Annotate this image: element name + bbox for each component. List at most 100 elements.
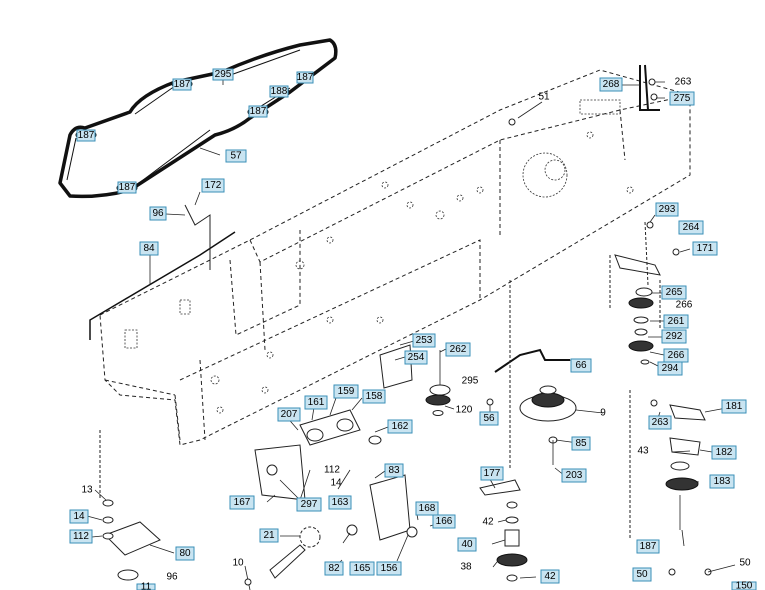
svg-text:188: 188 bbox=[271, 86, 288, 97]
part-label-158: 158 bbox=[362, 389, 386, 404]
svg-text:171: 171 bbox=[697, 243, 714, 254]
svg-text:254: 254 bbox=[408, 352, 425, 363]
svg-text:266: 266 bbox=[676, 300, 693, 311]
svg-text:207: 207 bbox=[281, 409, 298, 420]
part-label-66: 66 bbox=[570, 358, 592, 373]
svg-text:42: 42 bbox=[482, 517, 494, 528]
svg-text:57: 57 bbox=[230, 151, 242, 162]
part-label-187-e: 187 bbox=[117, 181, 137, 194]
part-label-265: 265 bbox=[661, 285, 687, 300]
svg-text:82: 82 bbox=[328, 563, 340, 574]
svg-text:161: 161 bbox=[308, 397, 325, 408]
hardware-bits bbox=[244, 118, 736, 586]
svg-text:21: 21 bbox=[263, 530, 275, 541]
part-label-50-b: 50 bbox=[739, 558, 751, 569]
part-label-56: 56 bbox=[479, 411, 499, 426]
part-label-187-c: 187 bbox=[248, 105, 268, 118]
small-pulley bbox=[425, 350, 451, 416]
part-label-163: 163 bbox=[328, 495, 352, 510]
part-label-254: 254 bbox=[404, 350, 428, 365]
svg-text:293: 293 bbox=[659, 204, 676, 215]
svg-text:51: 51 bbox=[538, 92, 550, 103]
part-label-295-mid: 295 bbox=[462, 376, 479, 387]
part-label-85: 85 bbox=[571, 436, 591, 451]
svg-text:263: 263 bbox=[675, 77, 692, 88]
svg-text:187: 187 bbox=[174, 79, 191, 90]
svg-text:203: 203 bbox=[566, 470, 583, 481]
part-label-203: 203 bbox=[561, 468, 587, 483]
svg-text:50: 50 bbox=[739, 558, 751, 569]
part-label-51: 51 bbox=[538, 92, 550, 103]
part-label-167: 167 bbox=[229, 495, 255, 510]
tensioner-assembly bbox=[609, 221, 661, 365]
part-label-21: 21 bbox=[259, 528, 279, 543]
svg-text:262: 262 bbox=[450, 344, 467, 355]
svg-text:56: 56 bbox=[483, 413, 495, 424]
svg-text:275: 275 bbox=[674, 93, 691, 104]
part-label-297: 297 bbox=[296, 497, 322, 512]
part-label-80: 80 bbox=[175, 546, 195, 561]
part-label-166: 166 bbox=[432, 514, 456, 529]
svg-text:295: 295 bbox=[462, 376, 479, 387]
rod-assembly bbox=[639, 64, 660, 111]
drive-belt bbox=[58, 38, 338, 199]
svg-text:266: 266 bbox=[668, 350, 685, 361]
svg-text:261: 261 bbox=[668, 316, 685, 327]
svg-text:120: 120 bbox=[456, 405, 473, 416]
part-label-292: 292 bbox=[661, 329, 687, 344]
part-label-295-top: 295 bbox=[212, 68, 234, 81]
part-label-96-top: 96 bbox=[149, 206, 167, 221]
part-label-82: 82 bbox=[324, 561, 344, 576]
idler-assembly bbox=[629, 390, 706, 540]
part-label-264: 264 bbox=[678, 220, 704, 235]
svg-text:168: 168 bbox=[419, 503, 436, 514]
part-label-187-b: 187 bbox=[296, 71, 314, 84]
svg-text:253: 253 bbox=[416, 335, 433, 346]
part-label-165: 165 bbox=[349, 561, 375, 576]
svg-text:263: 263 bbox=[652, 417, 669, 428]
part-label-263-mid: 263 bbox=[648, 415, 672, 430]
svg-text:11: 11 bbox=[141, 582, 152, 590]
svg-text:85: 85 bbox=[575, 438, 587, 449]
part-label-83: 83 bbox=[384, 463, 404, 478]
part-label-38: 38 bbox=[460, 562, 472, 573]
svg-text:159: 159 bbox=[338, 386, 355, 397]
part-label-187-d: 187 bbox=[76, 129, 96, 142]
svg-text:83: 83 bbox=[388, 465, 400, 476]
part-label-183: 183 bbox=[709, 474, 735, 489]
svg-text:172: 172 bbox=[205, 180, 222, 191]
svg-text:187: 187 bbox=[297, 72, 314, 83]
part-label-161: 161 bbox=[304, 395, 328, 410]
svg-text:38: 38 bbox=[460, 562, 472, 573]
part-label-120: 120 bbox=[456, 405, 473, 416]
center-brackets bbox=[254, 344, 418, 579]
svg-text:165: 165 bbox=[354, 563, 371, 574]
part-label-9: 9 bbox=[600, 408, 606, 419]
svg-text:187: 187 bbox=[119, 182, 136, 193]
part-label-159: 159 bbox=[333, 384, 359, 399]
svg-text:181: 181 bbox=[726, 401, 743, 412]
part-label-150: 150 bbox=[731, 581, 757, 590]
part-label-268: 268 bbox=[599, 77, 623, 92]
part-label-11: 11 bbox=[136, 582, 156, 590]
part-label-57: 57 bbox=[225, 149, 247, 163]
svg-text:158: 158 bbox=[366, 391, 383, 402]
part-label-253: 253 bbox=[412, 333, 436, 348]
part-label-177: 177 bbox=[480, 466, 504, 481]
part-label-188: 188 bbox=[269, 85, 289, 98]
svg-text:265: 265 bbox=[666, 287, 683, 298]
part-label-181: 181 bbox=[721, 399, 747, 414]
part-label-162: 162 bbox=[387, 419, 413, 434]
svg-text:96: 96 bbox=[152, 208, 164, 219]
svg-text:84: 84 bbox=[143, 243, 155, 254]
drive-pulley-assembly bbox=[494, 280, 577, 470]
part-label-42-b: 42 bbox=[540, 569, 560, 584]
svg-text:156: 156 bbox=[381, 563, 398, 574]
part-label-42-a: 42 bbox=[482, 517, 494, 528]
svg-text:14: 14 bbox=[330, 478, 342, 489]
part-label-156: 156 bbox=[376, 561, 402, 576]
svg-text:182: 182 bbox=[716, 447, 733, 458]
svg-text:162: 162 bbox=[392, 421, 409, 432]
svg-text:264: 264 bbox=[683, 222, 700, 233]
